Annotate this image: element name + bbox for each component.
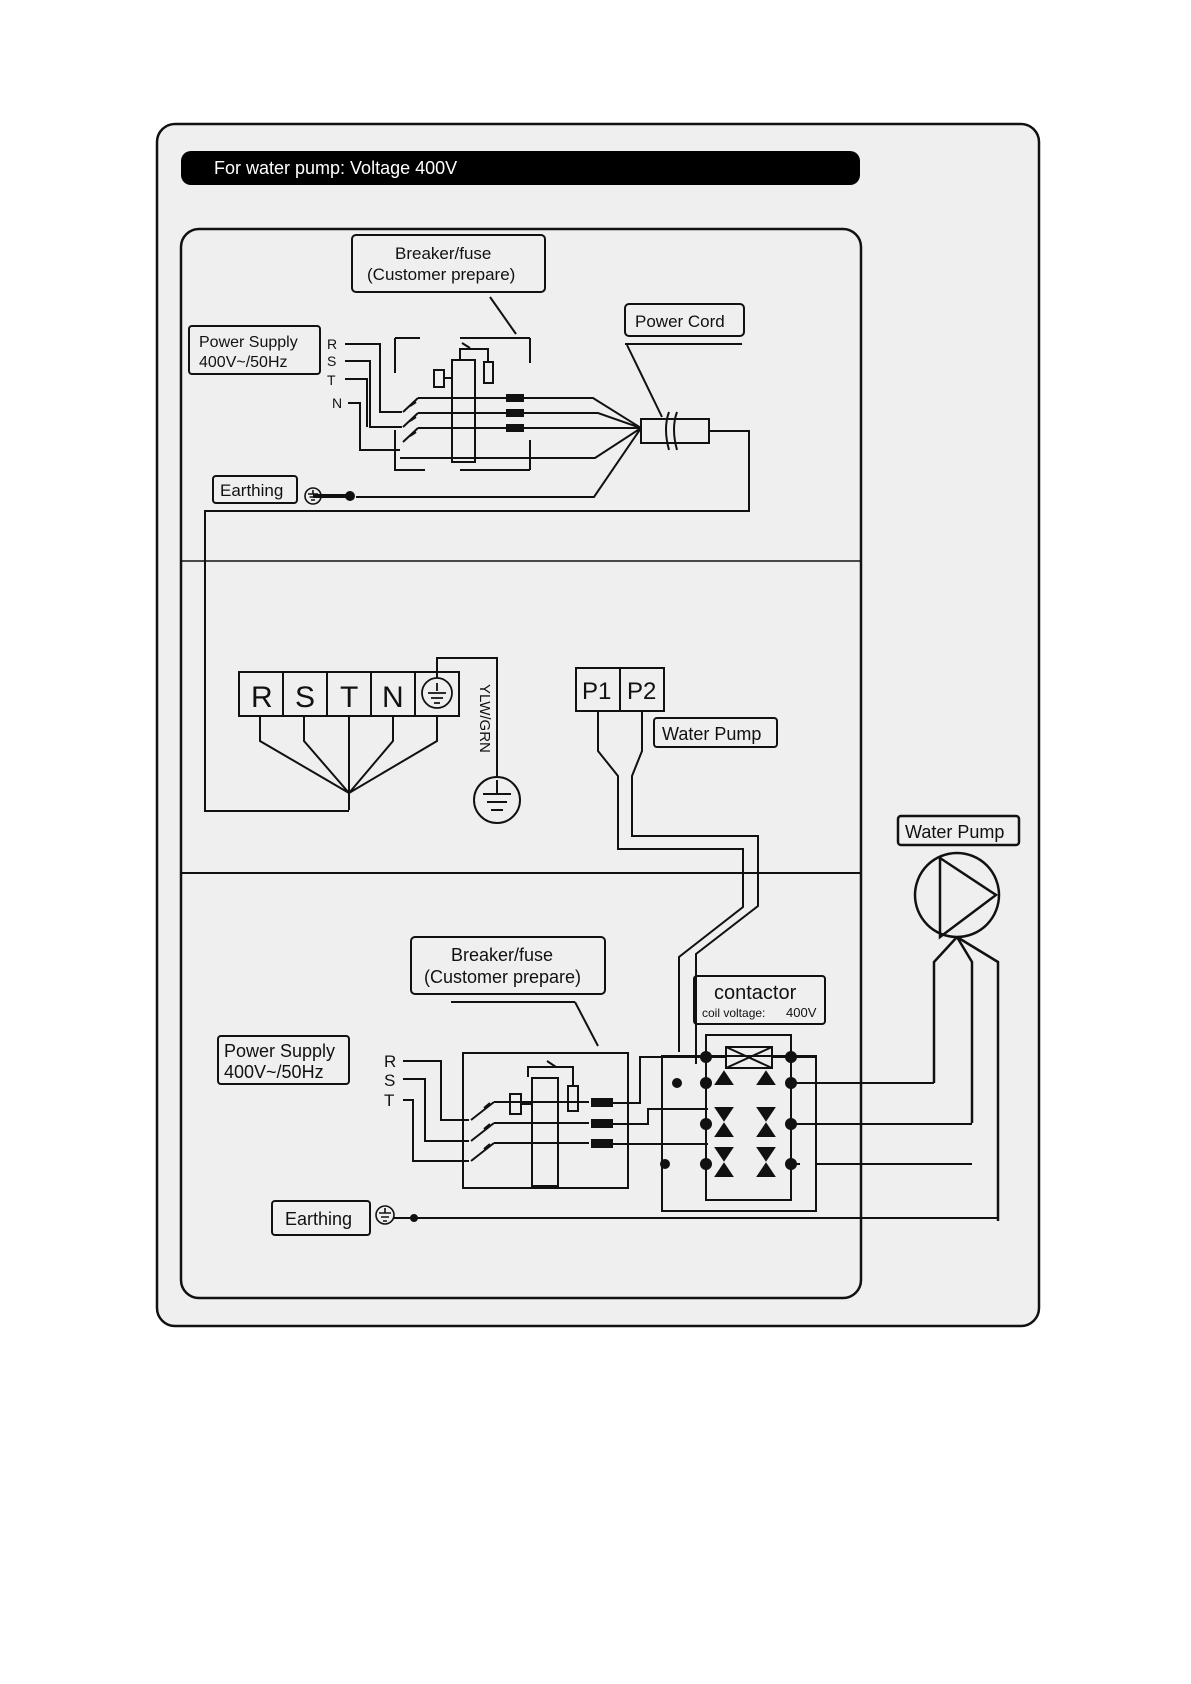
bottom-fuses [592, 1099, 612, 1147]
pump-label: Water Pump [905, 822, 1004, 842]
top-power-supply-label-2: 400V~/50Hz [199, 354, 288, 371]
top-phase-t: T [327, 372, 336, 388]
top-earth-dot [346, 492, 354, 500]
contactor-label: contactor [714, 982, 797, 1004]
terminal-t: T [340, 681, 358, 714]
top-breaker-label-1: Breaker/fuse [395, 244, 491, 263]
bottom-phase-r: R [384, 1052, 396, 1071]
top-earthing-label: Earthing [220, 481, 283, 500]
terminal-n: N [382, 681, 404, 714]
bottom-earthing-label: Earthing [285, 1209, 352, 1229]
coil-voltage-value: 400V [786, 1005, 817, 1020]
bottom-phase-s: S [384, 1071, 395, 1090]
inner-panel [181, 229, 861, 1298]
top-phase-r: R [327, 336, 337, 352]
top-power-cord-label: Power Cord [635, 312, 725, 331]
pump-terminal-p2: P2 [627, 678, 656, 705]
bottom-power-supply-label-1: Power Supply [224, 1041, 335, 1061]
top-phase-s: S [327, 353, 336, 369]
bottom-power-supply-label-2: 400V~/50Hz [224, 1062, 324, 1082]
bottom-earth-dot [411, 1215, 417, 1221]
top-phase-n: N [332, 395, 342, 411]
header-title: For water pump: Voltage 400V [214, 158, 457, 178]
ground-wire-label: YLW/GRN [476, 684, 493, 753]
top-breaker-label-2: (Customer prepare) [367, 265, 515, 284]
top-fuses [507, 395, 523, 431]
terminal-s: S [295, 681, 315, 714]
contactor-out-3c [791, 1163, 799, 1164]
mid-pump-label: Water Pump [662, 724, 761, 744]
bottom-phase-t: T [384, 1091, 394, 1110]
bottom-breaker-label-2: (Customer prepare) [424, 967, 581, 987]
terminal-r: R [251, 681, 273, 714]
coil-voltage-label: coil voltage: [702, 1006, 765, 1020]
top-power-supply-label-1: Power Supply [199, 334, 298, 351]
pump-terminal-p1: P1 [582, 678, 611, 705]
bottom-breaker-label-1: Breaker/fuse [451, 945, 553, 965]
